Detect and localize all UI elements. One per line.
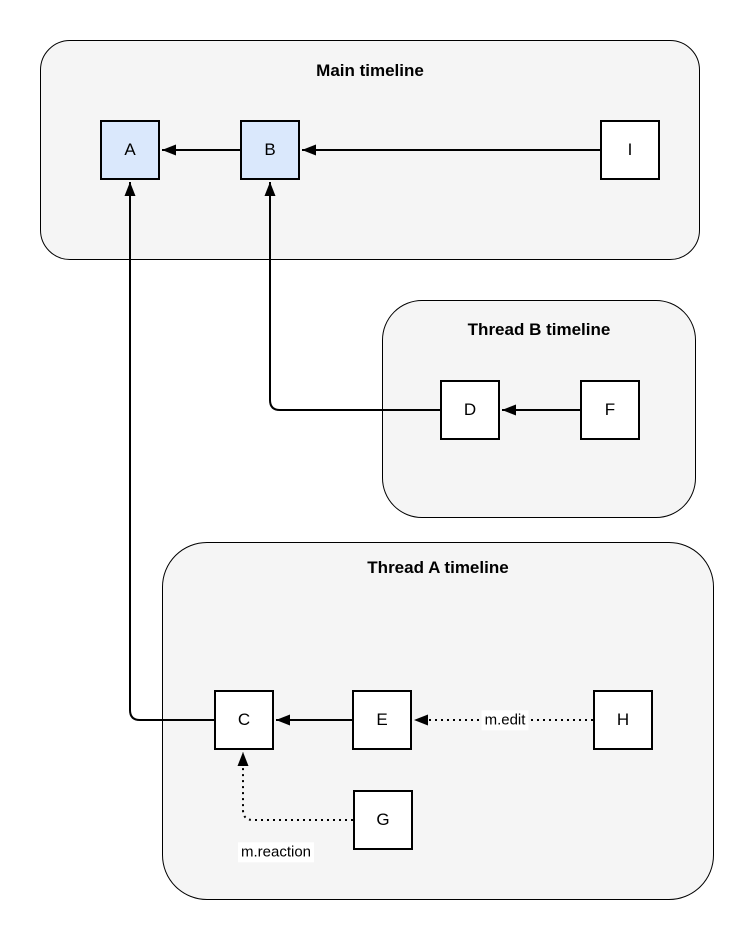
container-title-thread-b-timeline: Thread B timeline bbox=[467, 320, 611, 339]
container-title-thread-a-timeline: Thread A timeline bbox=[367, 558, 509, 577]
node-i: I bbox=[600, 120, 660, 180]
node-e: E bbox=[352, 690, 412, 750]
node-c: C bbox=[214, 690, 274, 750]
node-h: H bbox=[593, 690, 653, 750]
container-title-main-timeline: Main timeline bbox=[316, 61, 424, 80]
node-g: G bbox=[353, 790, 413, 850]
edge-label-m-reaction: m.reaction bbox=[237, 842, 315, 862]
node-a: A bbox=[100, 120, 160, 180]
node-b: B bbox=[240, 120, 300, 180]
edge-label-m-edit: m.edit bbox=[481, 710, 529, 730]
node-d: D bbox=[440, 380, 500, 440]
node-f: F bbox=[580, 380, 640, 440]
container-thread-b-timeline: Thread B timeline bbox=[382, 300, 696, 518]
